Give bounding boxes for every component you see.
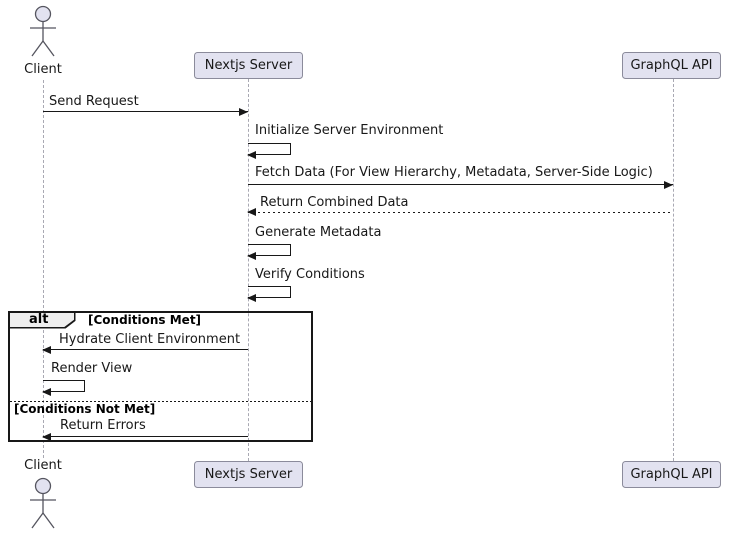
message-label-return-errors: Return Errors (60, 418, 146, 433)
arrowhead-icon (42, 346, 51, 354)
message-label-send-request: Send Request (49, 94, 139, 109)
self-message-render-view (42, 380, 85, 396)
actor-client-top: Client (24, 62, 62, 77)
alt-guard-conditions-met: [Conditions Met] (88, 313, 202, 327)
participant-graphql-api-bottom: GraphQL API (622, 461, 721, 488)
message-label-fetch-data: Fetch Data (For View Hierarchy, Metadata… (255, 165, 653, 180)
alt-operator-tab (9, 312, 76, 329)
message-arrow-send-request (43, 108, 248, 116)
actor-client-bottom: Client (24, 458, 62, 473)
self-message-verify-conditions (247, 286, 291, 302)
arrowhead-icon (247, 252, 256, 260)
participant-nextjs-server-bottom: Nextjs Server (194, 461, 303, 488)
alt-guard-conditions-not-met: [Conditions Not Met] (14, 402, 156, 416)
alt-operator-label: alt (29, 312, 49, 327)
participant-nextjs-server-top: Nextjs Server (194, 52, 303, 79)
message-label-initialize-env: Initialize Server Environment (255, 123, 444, 138)
actor-figure-icon (30, 477, 56, 529)
message-arrow-return-errors (42, 433, 248, 441)
lifeline-nextjs-server (248, 79, 249, 461)
arrowhead-icon (664, 181, 673, 189)
actor-figure-icon (30, 5, 56, 57)
message-label-verify-conditions: Verify Conditions (255, 267, 365, 282)
message-arrow-return-combined (247, 207, 673, 216)
self-message-initialize-env (247, 143, 291, 159)
arrowhead-icon (247, 294, 256, 302)
alt-divider (10, 401, 311, 402)
message-label-render-view: Render View (51, 361, 133, 376)
arrowhead-icon (239, 108, 248, 116)
lifeline-graphql-api (672, 79, 674, 461)
arrowhead-icon (42, 433, 51, 441)
alt-frame: alt (8, 311, 313, 442)
message-label-generate-metadata: Generate Metadata (255, 225, 382, 240)
arrowhead-icon (42, 388, 51, 396)
arrowhead-icon (247, 207, 256, 216)
message-arrow-fetch-data (248, 181, 673, 189)
message-label-return-combined: Return Combined Data (260, 195, 409, 210)
lifeline-client (42, 80, 44, 458)
message-label-hydrate-client: Hydrate Client Environment (59, 332, 241, 347)
participant-graphql-api-top: GraphQL API (622, 52, 721, 79)
arrowhead-icon (247, 151, 256, 159)
self-message-generate-metadata (247, 244, 291, 260)
message-arrow-hydrate-client (42, 346, 248, 354)
